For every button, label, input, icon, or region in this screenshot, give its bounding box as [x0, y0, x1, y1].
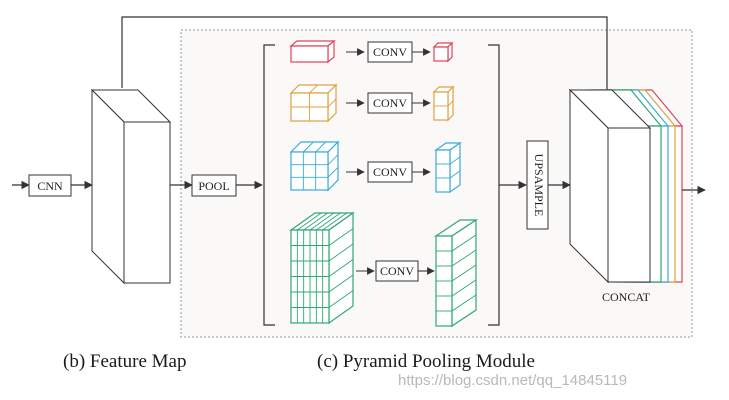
conv-label-3: CONV [373, 165, 407, 179]
concat-layer-feature [568, 88, 652, 284]
cnn-label: CNN [37, 179, 63, 193]
pool-level-1: CONV [289, 39, 454, 64]
conv-label-2: CONV [373, 96, 407, 110]
caption-feature-map: (b) Feature Map [63, 351, 186, 372]
upsample-label: UPSAMPLE [532, 154, 546, 217]
reduced-feature-6x6 [434, 218, 478, 328]
concat-block [568, 88, 684, 284]
pooled-feature-1x1 [289, 39, 336, 64]
pooled-feature-2x2 [289, 83, 338, 123]
pool-label: POOL [198, 179, 229, 193]
skip-connection-arrow [121, 16, 612, 105]
feature-map-block [90, 88, 172, 285]
watermark: https://blog.csdn.net/qq_14845119 [398, 372, 627, 389]
pool-level-3: CONV [289, 140, 462, 194]
pool-level-2: CONV [289, 83, 455, 123]
pooled-feature-3x3 [289, 140, 340, 192]
pool-level-6: CONV [289, 211, 478, 328]
conv-label-4: CONV [380, 264, 414, 278]
reduced-feature-3x3 [434, 141, 462, 194]
conv-label-1: CONV [373, 45, 407, 59]
left-bracket [263, 44, 275, 326]
pyramid-levels: CONV CONV CONV CONV [289, 39, 478, 328]
reduced-feature-2x2 [432, 85, 455, 122]
caption-pyramid-pooling-module: (c) Pyramid Pooling Module [317, 351, 535, 372]
reduced-feature-1x1 [432, 41, 454, 63]
pooled-feature-6x6 [289, 211, 355, 325]
concat-label: CONCAT [602, 290, 651, 304]
